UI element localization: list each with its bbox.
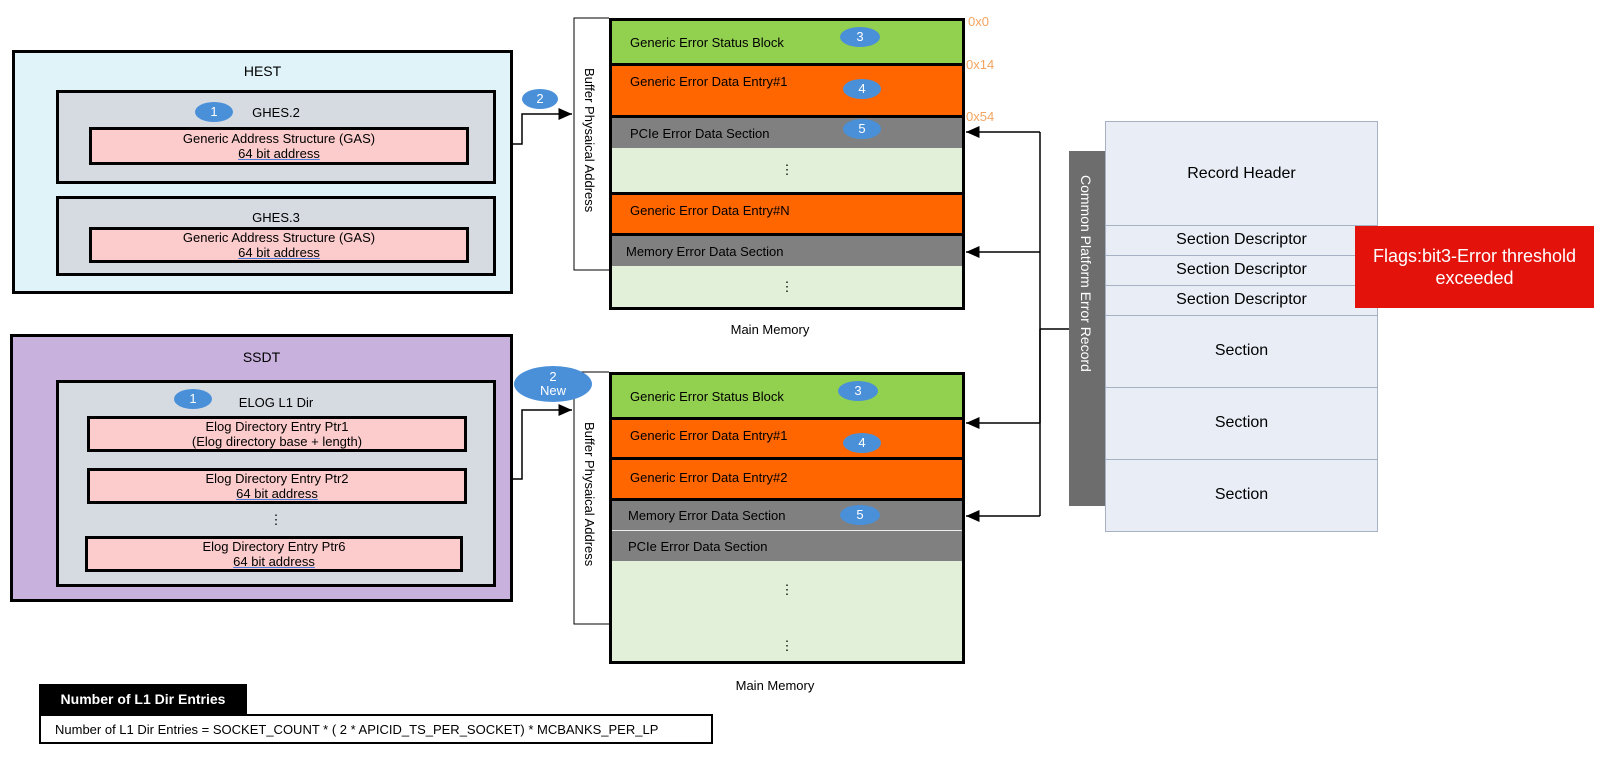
ghes3-label: GHES.3 [252, 210, 300, 225]
new-badge-text: New [539, 383, 566, 398]
elog-group: ELOG L1 Dir Elog Directory Entry Ptr1 (E… [56, 380, 496, 587]
legend-formula: Number of L1 Dir Entries = SOCKET_COUNT … [39, 714, 713, 744]
ptr6-line1: Elog Directory Entry Ptr6 [202, 539, 346, 554]
ghes2-group: GHES.2 Generic Address Structure (GAS) 6… [56, 90, 496, 184]
elog-ptr6-box: Elog Directory Entry Ptr6 64 bit address [85, 536, 463, 572]
main-memory-top: Generic Error Status Block Generic Error… [609, 18, 965, 310]
mem-top-dots1: ⋮ [612, 148, 962, 192]
new-pointer-badge: 2 New [514, 366, 592, 402]
flags-line1: Flags:bit3-Error threshold [1372, 246, 1577, 266]
mem-bottom-entry2: Generic Error Data Entry#2 [612, 460, 962, 501]
gas-line2: 64 bit address [238, 245, 320, 260]
ptr2-line1: Elog Directory Entry Ptr2 [205, 471, 349, 486]
ssdt-title: SSDT [242, 349, 281, 365]
gas-line1: Generic Address Structure (GAS) [182, 230, 376, 245]
cper-section-3: Section [1214, 486, 1269, 503]
offset-0x54: 0x54 [966, 109, 995, 124]
mem-bottom-badge-5: 5 [840, 505, 880, 525]
mem-bottom-entry1: Generic Error Data Entry#1 [612, 420, 962, 460]
ghes3-gas-box: Generic Address Structure (GAS) 64 bit a… [89, 227, 469, 263]
mem-top-pcie-section: PCIe Error Data Section [612, 118, 962, 148]
cper-section-1: Section [1106, 315, 1377, 388]
hest-title: HEST [243, 63, 282, 79]
ghes3-group: GHES.3 Generic Address Structure (GAS) 6… [56, 196, 496, 276]
ptr1-line1: Elog Directory Entry Ptr1 [205, 419, 349, 434]
elog-badge: 1 [174, 389, 212, 409]
mem-bottom-badge-4: 4 [843, 433, 881, 453]
cper-section-descriptor-3: Section Descriptor [1106, 285, 1377, 316]
legend-title: Number of L1 Dir Entries [39, 684, 247, 714]
cper-record: Record Header Section Descriptor Section… [1105, 121, 1378, 532]
gas-pointer-badge: 2 [522, 89, 558, 109]
ptr6-line2: 64 bit address [233, 554, 315, 569]
mem-top-entry1: Generic Error Data Entry#1 [612, 66, 962, 118]
gas-line2: 64 bit address [238, 146, 320, 161]
main-memory-top-caption: Main Memory [730, 322, 810, 337]
mem-top-dots2: ⋮ [612, 266, 962, 307]
cper-record-header: Record Header [1106, 122, 1377, 226]
flags-callout: Flags:bit3-Error threshold exceeded [1355, 226, 1594, 308]
mem-top-badge-4: 4 [843, 79, 881, 99]
cper-section-descriptor-1: Section Descriptor [1106, 225, 1377, 256]
mem-top-entryN: Generic Error Data Entry#N [612, 192, 962, 236]
mem-bottom-dots2: ⋮ [612, 631, 962, 661]
mem-bottom-badge-3: 3 [838, 381, 878, 401]
mem-top-memory-section: Memory Error Data Section [612, 236, 962, 266]
mem-bottom-memory-section: Memory Error Data Section [612, 501, 962, 531]
ptr2-line2: 64 bit address [236, 486, 318, 501]
buffer-address-label-bottom: Buffer Physaical Address [582, 422, 597, 567]
offset-0x14: 0x14 [966, 57, 995, 72]
ssdt-panel: SSDT ELOG L1 Dir Elog Directory Entry Pt… [10, 334, 513, 602]
hest-panel: HEST GHES.2 Generic Address Structure (G… [12, 50, 513, 294]
elog-label: ELOG L1 Dir [238, 395, 314, 410]
mem-bottom-pcie-section: PCIe Error Data Section [612, 531, 962, 561]
ghes2-label: GHES.2 [252, 105, 300, 120]
cper-vertical-bar: Common Platform Error Record [1069, 151, 1105, 506]
gas-line1: Generic Address Structure (GAS) [182, 131, 376, 146]
ptr1-line2: (Elog directory base + length) [191, 434, 363, 449]
ghes2-badge: 1 [195, 102, 233, 122]
main-memory-bottom: Generic Error Status Block Generic Error… [609, 372, 965, 664]
mem-bottom-dots1: ⋮ [612, 575, 962, 605]
mem-top-badge-3: 3 [840, 27, 880, 47]
new-badge-number: 2 [549, 369, 557, 384]
cper-section-descriptor-2: Section Descriptor [1106, 255, 1377, 286]
mem-top-badge-5: 5 [843, 119, 881, 139]
ghes2-gas-box: Generic Address Structure (GAS) 64 bit a… [89, 127, 469, 165]
mem-top-status-block: Generic Error Status Block [612, 21, 962, 66]
cper-vertical-label: Common Platform Error Record [1078, 175, 1094, 372]
main-memory-bottom-caption: Main Memory [735, 678, 815, 693]
elog-ptr1-box: Elog Directory Entry Ptr1 (Elog director… [87, 416, 467, 452]
flags-line2: exceeded [1435, 268, 1514, 288]
offset-0x0: 0x0 [968, 14, 989, 29]
cper-section-2: Section [1106, 387, 1377, 460]
mem-bottom-status-block: Generic Error Status Block [612, 375, 962, 420]
elog-dots: ⋮ [269, 512, 283, 527]
elog-ptr2-box: Elog Directory Entry Ptr2 64 bit address [87, 468, 467, 504]
buffer-address-label-top: Buffer Physaical Address [582, 68, 597, 213]
